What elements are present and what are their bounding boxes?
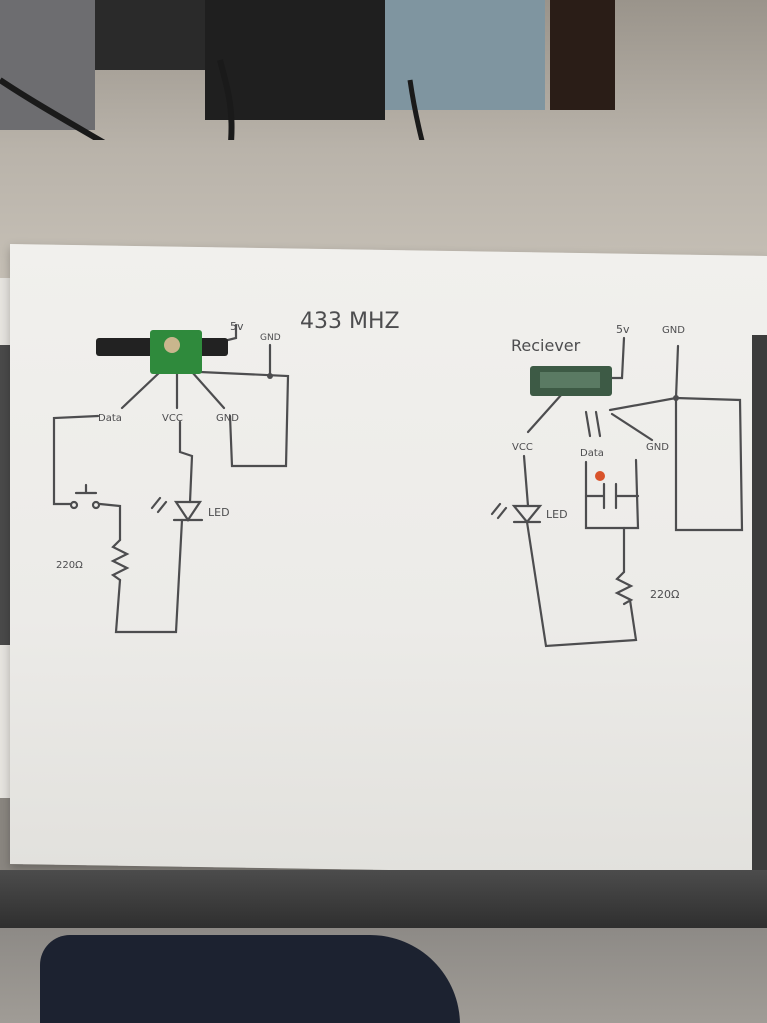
device — [205, 0, 385, 120]
rx-data-box — [584, 458, 640, 530]
tx-led-symbol — [173, 500, 203, 522]
tx-bottom-wire — [114, 518, 184, 634]
foot — [40, 935, 460, 1023]
tx-data-lead — [120, 370, 162, 410]
background-clutter — [0, 0, 615, 140]
rx-gnd-loop — [608, 344, 744, 532]
rx-gnd-label: GND — [646, 442, 669, 453]
tx-resistor-label: 220Ω — [56, 560, 83, 571]
rx-capacitor-symbol — [584, 482, 640, 510]
tx-vcc-label: VCC — [162, 413, 183, 424]
tx-junction-dot — [267, 373, 273, 379]
rx-junction-dot — [673, 395, 679, 401]
table-edge-right — [752, 335, 767, 875]
rx-resistor-symbol — [614, 570, 634, 606]
title-label: 433 MHZ — [300, 309, 400, 334]
tx-data-label: Data — [98, 413, 122, 424]
rx-bottom-wire — [525, 520, 638, 648]
tx-switch-out — [98, 502, 122, 542]
tx-crystal — [164, 337, 180, 353]
tx-resistor-symbol — [110, 538, 130, 582]
tx-led-rays — [150, 496, 168, 514]
table-front — [0, 870, 767, 930]
rx-resistor-label: 220Ω — [650, 588, 679, 601]
tx-gnd-top-label: GND — [260, 333, 281, 343]
rx-vcc-wire — [522, 454, 530, 508]
rx-led-label: LED — [546, 508, 568, 521]
tx-switch-pin-b — [91, 500, 101, 510]
rx-gnd-lead — [610, 412, 654, 442]
rx-5v-label: 5v — [616, 323, 630, 336]
box-dark — [95, 0, 205, 70]
cable-left — [0, 59, 235, 140]
tx-5v-label: 5v — [230, 320, 244, 333]
tx-switch-button — [74, 483, 98, 495]
tx-module — [150, 330, 202, 374]
rx-chip-area — [540, 372, 600, 388]
rx-led-rays — [490, 502, 508, 520]
tx-gnd-lead — [190, 370, 226, 410]
rx-data-leads — [584, 410, 602, 438]
rx-vcc-label: VCC — [512, 442, 533, 453]
tx-led-label: LED — [208, 506, 230, 519]
tx-switch-pin-a — [69, 500, 79, 510]
rx-led-symbol — [511, 504, 543, 524]
tx-vcc-wire — [178, 420, 194, 504]
rx-vcc-lead — [526, 392, 564, 434]
table-leg — [550, 0, 615, 110]
cable-right — [407, 79, 425, 140]
tx-gnd-loop — [198, 370, 290, 468]
tx-data-wire — [52, 414, 100, 506]
rx-red-led — [595, 471, 605, 481]
tx-gnd-label: GND — [216, 413, 239, 424]
rx-data-label: Data — [580, 448, 604, 459]
rx-gnd-top-label: GND — [662, 325, 685, 336]
rx-heading: Reciever — [511, 336, 581, 355]
